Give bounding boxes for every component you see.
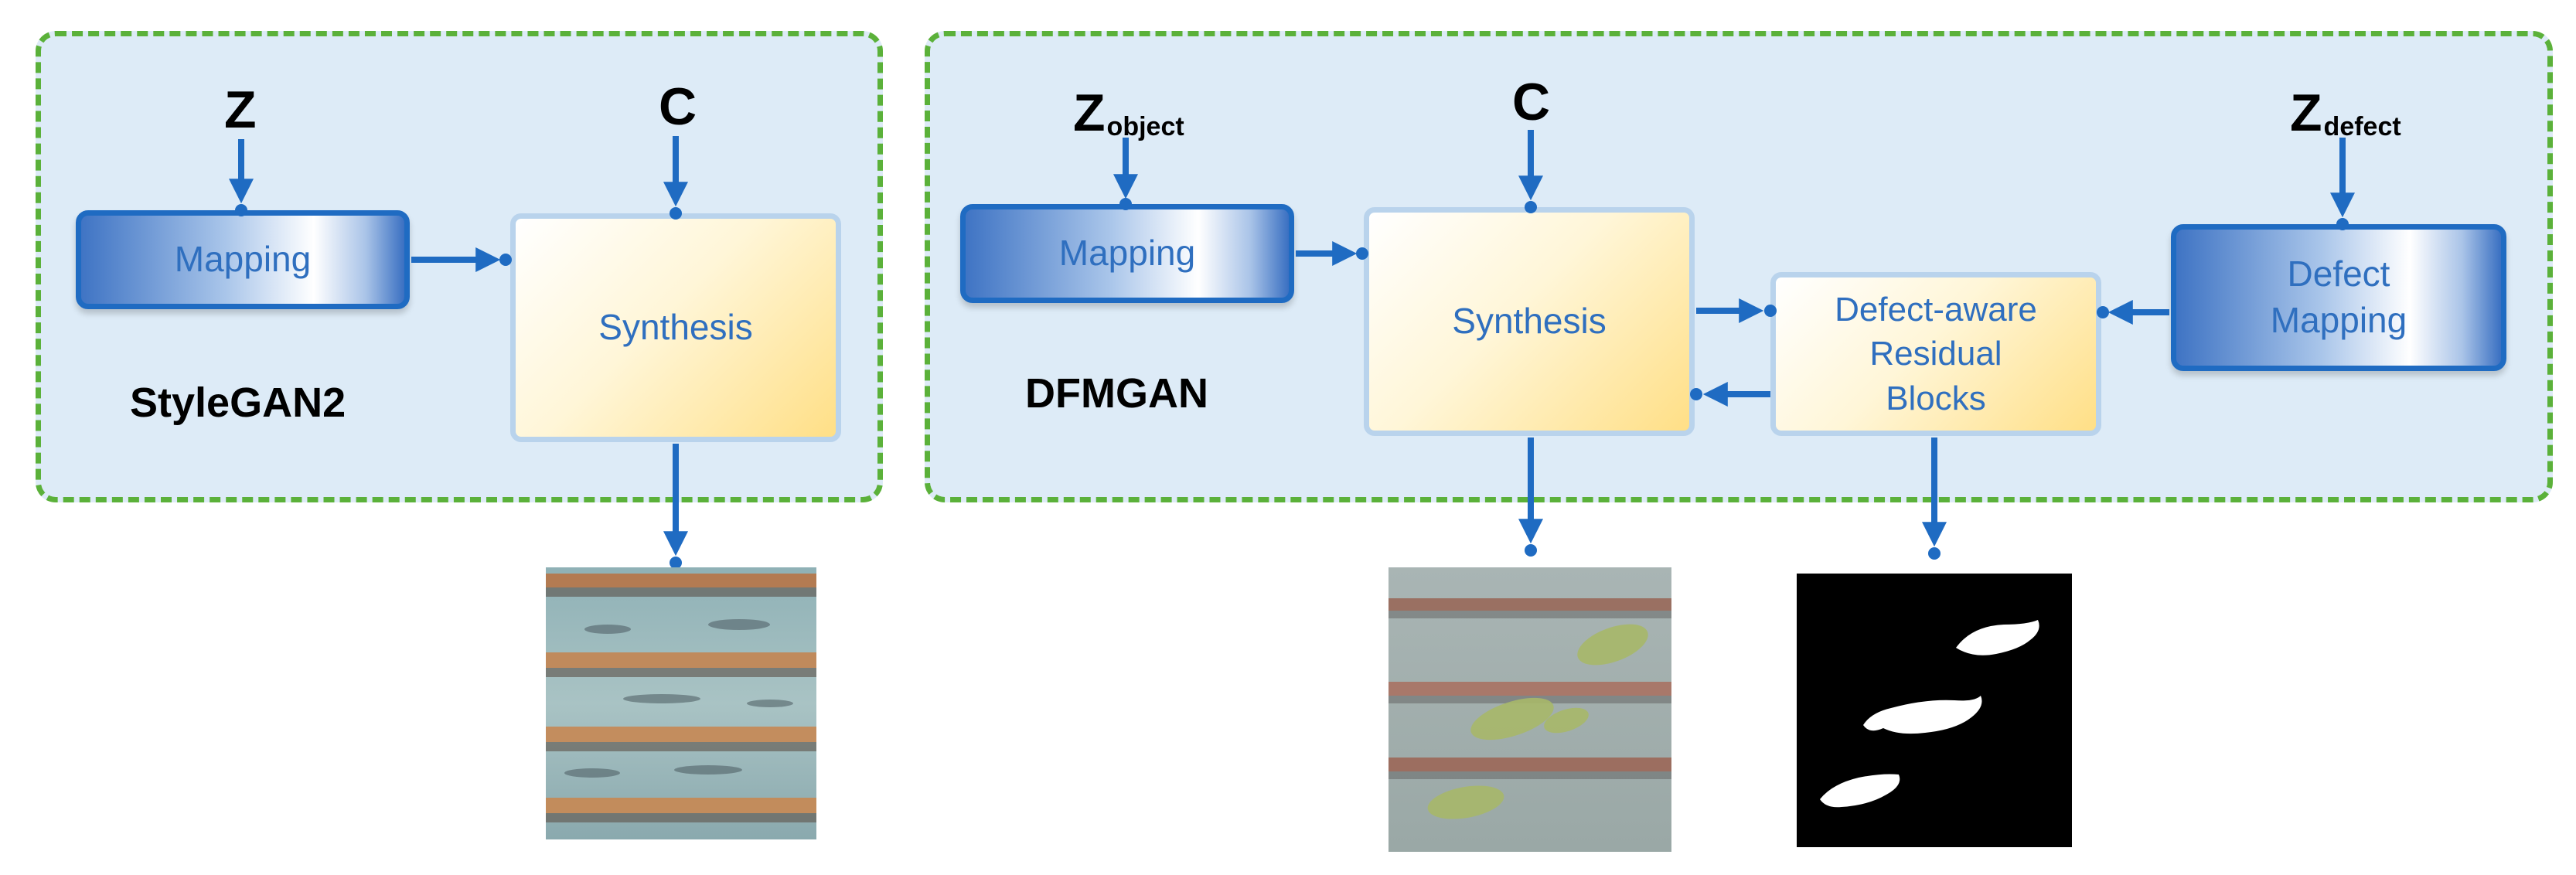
defect-mapping-box: Defect Mapping: [2171, 224, 2506, 371]
defect-aware-residual-blocks-box: Defect-aware Residual Blocks: [1770, 272, 2101, 436]
mapping-box: Mapping: [76, 210, 410, 309]
z-defect-main: Z: [2290, 83, 2322, 142]
dfmgan-output-image: [1389, 567, 1671, 852]
z-defect-subscript: defect: [2323, 112, 2401, 141]
defect-mapping-line2: Mapping: [2270, 300, 2407, 340]
defect-mask-image: [1797, 574, 2072, 847]
residual-label-line2: Residual: [1869, 335, 2002, 373]
synthesis-box-dfmgan: Synthesis: [1364, 207, 1695, 436]
stylegan2-label: StyleGAN2: [130, 380, 346, 426]
c-label: C: [659, 77, 697, 136]
z-defect-label: Zdefect: [2290, 87, 2401, 141]
mapping-label-dfmgan: Mapping: [1058, 233, 1196, 274]
synthesis-box: Synthesis: [510, 213, 841, 442]
mapping-label: Mapping: [174, 239, 312, 280]
residual-label-line1: Defect-aware: [1835, 291, 2037, 329]
z-object-main: Z: [1073, 83, 1106, 142]
c-label-dfmgan: C: [1512, 73, 1551, 131]
stylegan2-output-image: [546, 567, 816, 839]
residual-label-line3: Blocks: [1886, 379, 1986, 417]
synthesis-label: Synthesis: [598, 307, 753, 348]
z-object-label: Zobject: [1073, 87, 1184, 141]
dfmgan-label: DFMGAN: [1025, 370, 1208, 417]
synthesis-label-dfmgan: Synthesis: [1452, 301, 1607, 342]
defect-mapping-line1: Defect: [2287, 254, 2390, 295]
z-label: Z: [224, 80, 257, 139]
z-object-subscript: object: [1106, 112, 1184, 141]
